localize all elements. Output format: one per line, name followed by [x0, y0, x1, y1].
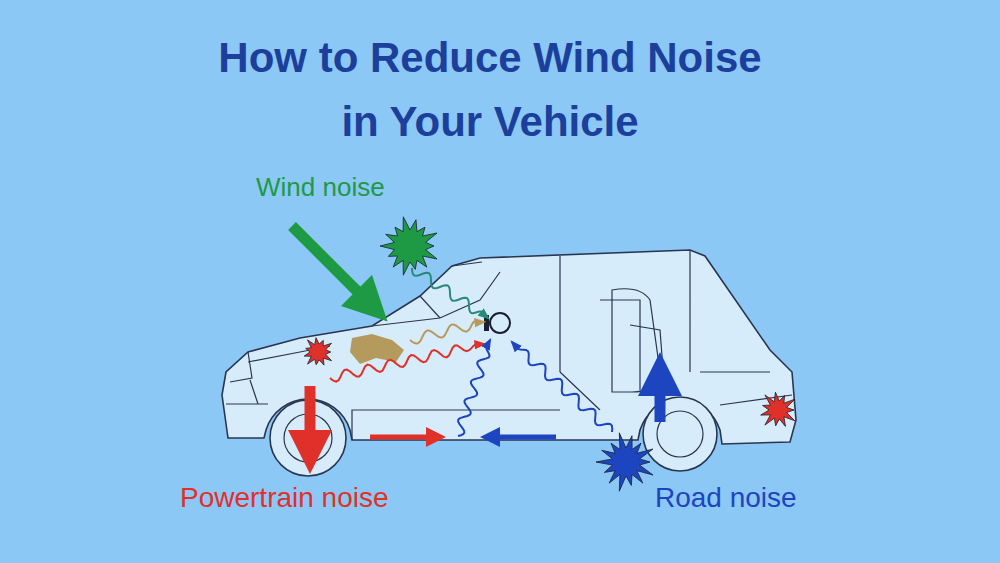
road-burst — [596, 433, 653, 491]
wind-burst — [380, 217, 437, 275]
powertrain-floor-arrow — [370, 435, 436, 440]
exhaust-burst — [761, 392, 795, 426]
engine-wave — [410, 321, 484, 343]
listener-ear — [490, 313, 510, 333]
noise-label: Road noise — [655, 482, 797, 514]
rear-tire — [643, 397, 717, 471]
title-heading: How to Reduce Wind Noise in Your Vehicle — [200, 26, 780, 154]
road-floor-arrow — [490, 435, 556, 440]
wind-wave — [412, 268, 488, 318]
powertrain-down-arrow — [305, 386, 316, 452]
floor-wave — [458, 340, 490, 436]
powertrain-burst — [304, 338, 331, 365]
wind-arrow — [292, 226, 372, 306]
noise-label: Wind noise — [256, 172, 385, 203]
noise-label: Powertrain noise — [180, 482, 389, 514]
engine-blob — [350, 334, 404, 364]
road-up-arrow — [655, 374, 666, 422]
road-wave — [512, 342, 612, 432]
rear-seat — [612, 289, 660, 392]
powertrain-wave — [330, 344, 484, 382]
